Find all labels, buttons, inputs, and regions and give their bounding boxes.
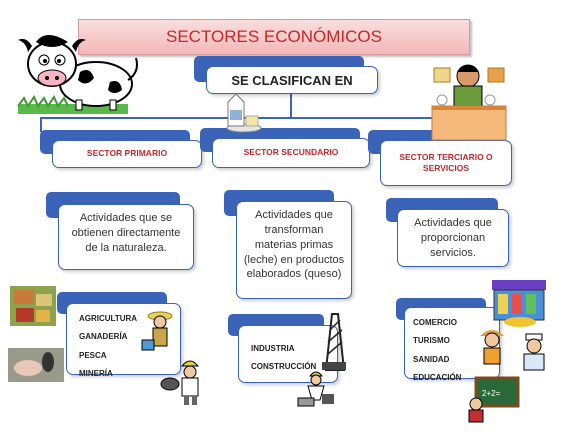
livestock-photo-illustration bbox=[8, 348, 64, 382]
activity-item: INDUSTRIA bbox=[251, 344, 295, 353]
industry-illustration bbox=[322, 313, 346, 371]
sector-primary-description: Actividades que se obtienen directamente… bbox=[58, 204, 194, 270]
svg-text:2+2=: 2+2= bbox=[482, 389, 501, 398]
shop-illustration bbox=[492, 280, 546, 327]
activity-item: EDUCACIÓN bbox=[413, 373, 462, 383]
sector-tertiary-header: SECTOR TERCIARIO O SERVICIOS bbox=[380, 140, 512, 186]
connector-left bbox=[40, 117, 42, 132]
sector-secondary-activities: INDUSTRIA CONSTRUCCIÓN bbox=[238, 325, 338, 383]
activity-item: SANIDAD bbox=[413, 354, 450, 364]
activity-item: CONSTRUCCIÓN bbox=[251, 362, 317, 372]
activity-item: AGRICULTURA bbox=[79, 314, 138, 323]
diagram-title: SECTORES ECONÓMICOS bbox=[78, 19, 470, 55]
connector-trunk bbox=[290, 94, 292, 118]
sector-tertiary-description: Actividades que proporcionan servicios. bbox=[397, 209, 509, 267]
miner-illustration bbox=[160, 360, 200, 405]
server-person-illustration bbox=[431, 64, 507, 141]
teacher-illustration: 2+2= bbox=[468, 376, 520, 423]
sector-secondary-description: Actividades que transforman materias pri… bbox=[236, 201, 352, 299]
construction-worker-illustration bbox=[297, 371, 334, 407]
sector-primary-header: SECTOR PRIMARIO bbox=[52, 140, 202, 168]
sector-secondary-header: SECTOR SECUNDARIO bbox=[212, 138, 370, 168]
activity-item: TURISMO bbox=[413, 336, 450, 346]
farming-photo-illustration bbox=[10, 286, 56, 326]
activity-item: PESCA bbox=[79, 350, 107, 360]
activity-item: MINERÍA bbox=[79, 369, 113, 379]
tourist-illustration bbox=[480, 330, 504, 365]
milk-carton-illustration bbox=[226, 93, 262, 133]
connector-horizontal bbox=[40, 117, 505, 119]
activity-item: GANADERÍA bbox=[79, 332, 128, 342]
classify-box: SE CLASIFICAN EN bbox=[206, 66, 378, 94]
farmer-illustration bbox=[141, 311, 173, 351]
nurse-illustration bbox=[523, 333, 545, 371]
cow-illustration bbox=[17, 35, 138, 114]
activity-item: COMERCIO bbox=[413, 318, 457, 327]
sector-tertiary-activities: COMERCIO TURISMO SANIDAD EDUCACIÓN bbox=[404, 307, 500, 382]
